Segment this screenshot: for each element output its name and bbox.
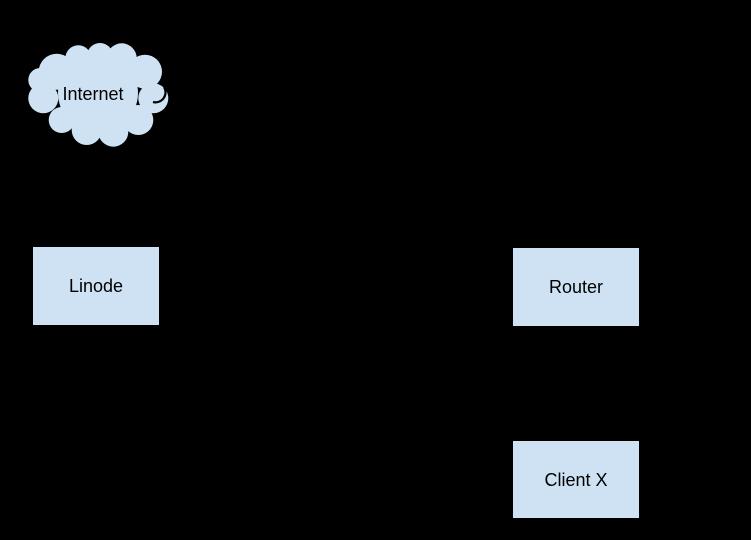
node-clientx: Client X <box>512 440 640 519</box>
node-label-internet: Internet <box>62 84 124 104</box>
cloud-icon <box>27 41 170 148</box>
node-internet: Internet <box>27 41 170 149</box>
node-label-clientx: Client X <box>544 469 608 490</box>
node-label-router: Router <box>548 277 604 297</box>
node-label-linode: Linode <box>68 276 124 296</box>
node-router: Router <box>512 247 640 327</box>
node-linode: Linode <box>32 246 160 326</box>
